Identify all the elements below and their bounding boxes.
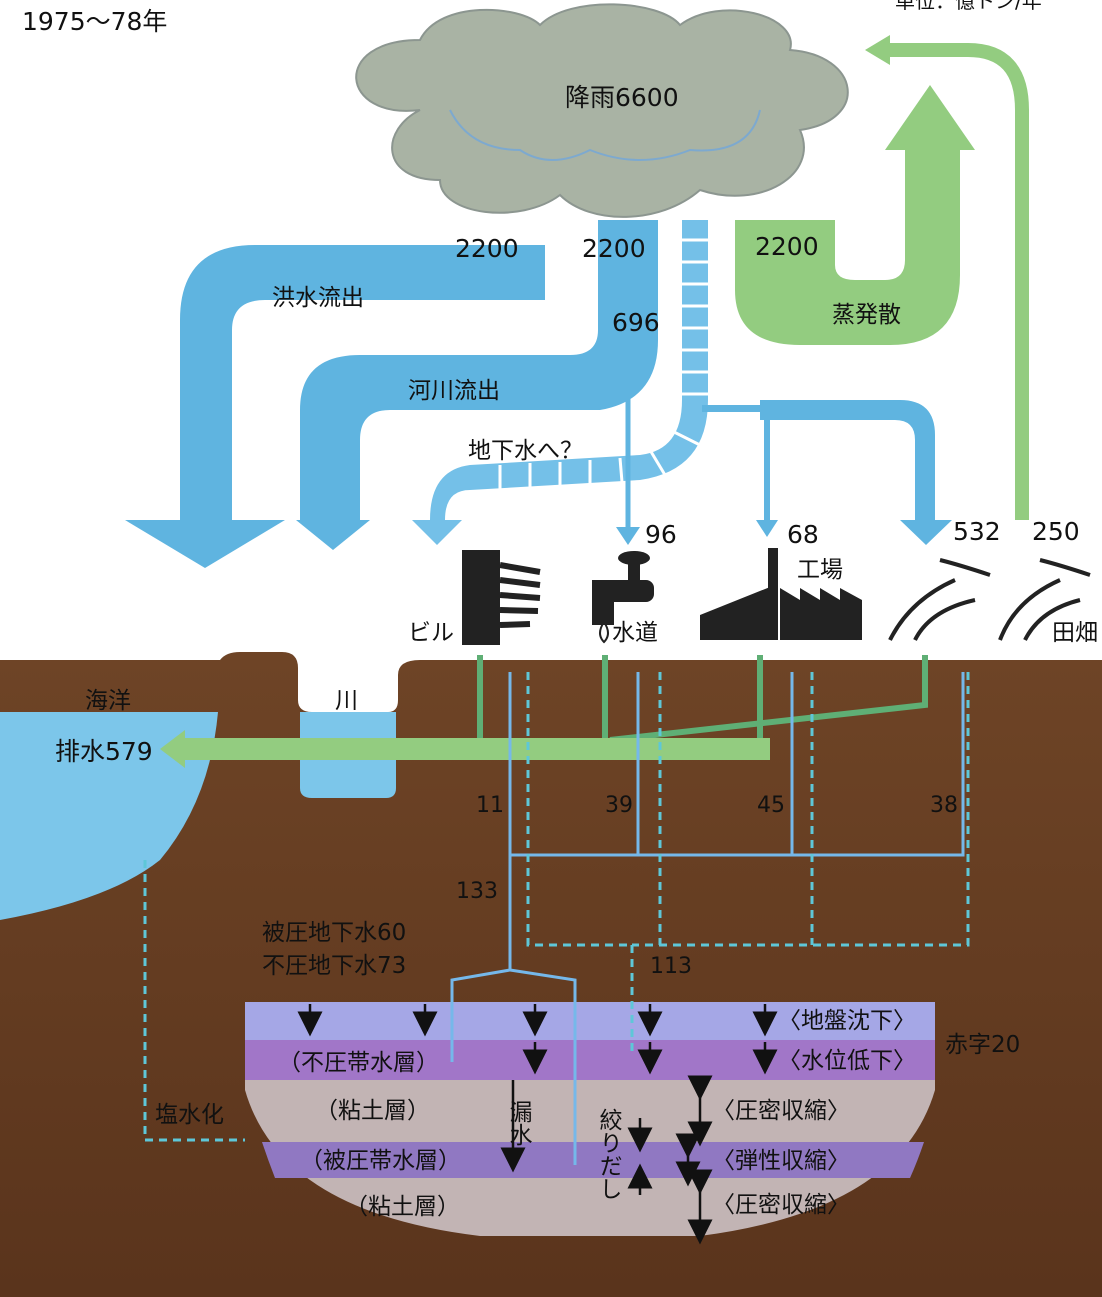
faucet-icon bbox=[592, 551, 654, 644]
rain-cloud bbox=[355, 3, 849, 218]
confined-aquifer-label: （被圧帯水層） bbox=[300, 1148, 461, 1174]
clay2-label: （粘土層） bbox=[345, 1194, 460, 1220]
evapotranspiration-flow bbox=[735, 85, 975, 345]
return-evap-flow bbox=[865, 35, 1029, 520]
river-value: 2200 bbox=[582, 234, 646, 263]
usage-flows bbox=[702, 400, 952, 545]
factory-icon bbox=[700, 548, 862, 640]
g-field-value: 38 bbox=[930, 793, 958, 818]
river-label: 河川流出 bbox=[408, 378, 500, 404]
flood-value: 2200 bbox=[455, 234, 519, 263]
clay1-label: （粘土層） bbox=[315, 1098, 430, 1124]
subsidence-label: 〈地盤沈下〉 bbox=[778, 1008, 916, 1034]
field-value: 532 bbox=[953, 517, 1001, 546]
river-runoff-flow bbox=[296, 220, 658, 550]
unconfined-aquifer-label: （不圧帯水層） bbox=[278, 1050, 439, 1076]
water-drop-label: 〈水位低下〉 bbox=[778, 1048, 916, 1074]
deficit-label: 赤字20 bbox=[945, 1032, 1020, 1058]
rain-label: 降雨6600 bbox=[565, 83, 679, 112]
drain-label: 排水579 bbox=[55, 737, 153, 766]
g-water-value: 39 bbox=[605, 793, 633, 818]
squeeze-label: 絞りだし bbox=[595, 1108, 623, 1200]
g-total-left: 133 bbox=[456, 879, 498, 904]
river-channel-label: 川 bbox=[335, 688, 358, 714]
field-label: 田畑 bbox=[1052, 620, 1098, 646]
unconfined-label: 不圧地下水73 bbox=[262, 953, 406, 979]
drain-main bbox=[160, 730, 770, 768]
g-total-right: 113 bbox=[650, 954, 692, 979]
compaction2-label: 〈圧密収縮〉 bbox=[712, 1192, 850, 1218]
evap-value: 2200 bbox=[755, 232, 819, 261]
to-groundwater-label: 地下水へ？ bbox=[468, 438, 583, 464]
confined-label: 被圧地下水60 bbox=[262, 920, 406, 946]
flood-label: 洪水流出 bbox=[272, 285, 364, 311]
ocean bbox=[0, 712, 218, 920]
evap-label: 蒸発散 bbox=[832, 302, 901, 328]
water-label: 水道 bbox=[612, 620, 658, 646]
salt-label: 塩水化 bbox=[155, 1102, 224, 1128]
pumping-lines bbox=[450, 672, 965, 1165]
pumping-dashed bbox=[143, 672, 970, 1142]
use-value: 696 bbox=[612, 308, 660, 337]
rice-field-icon bbox=[888, 558, 1091, 641]
period-label: 1975〜78年 bbox=[22, 7, 167, 36]
factory-label: 工場 bbox=[797, 557, 843, 583]
elastic-label: 〈弾性収縮〉 bbox=[712, 1148, 850, 1174]
building-label: ビル bbox=[408, 620, 454, 646]
return-value: 250 bbox=[1032, 517, 1080, 546]
compression-arrows bbox=[675, 1075, 713, 1245]
unit-label: 単位：億トン/年 bbox=[895, 0, 1042, 13]
compaction1-label: 〈圧密収縮〉 bbox=[712, 1098, 850, 1124]
flood-runoff-flow bbox=[125, 245, 545, 568]
water-value: 96 bbox=[645, 520, 677, 549]
leak-label: 漏水 bbox=[505, 1100, 533, 1146]
subsidence-arrows bbox=[297, 1004, 778, 1195]
g-factory-value: 45 bbox=[757, 793, 785, 818]
drain-pipes bbox=[477, 655, 928, 750]
building-icon bbox=[462, 550, 541, 645]
factory-value: 68 bbox=[787, 520, 819, 549]
ocean-label: 海洋 bbox=[85, 688, 131, 714]
to-groundwater-flow bbox=[412, 220, 708, 545]
g-building-value: 11 bbox=[476, 793, 504, 818]
